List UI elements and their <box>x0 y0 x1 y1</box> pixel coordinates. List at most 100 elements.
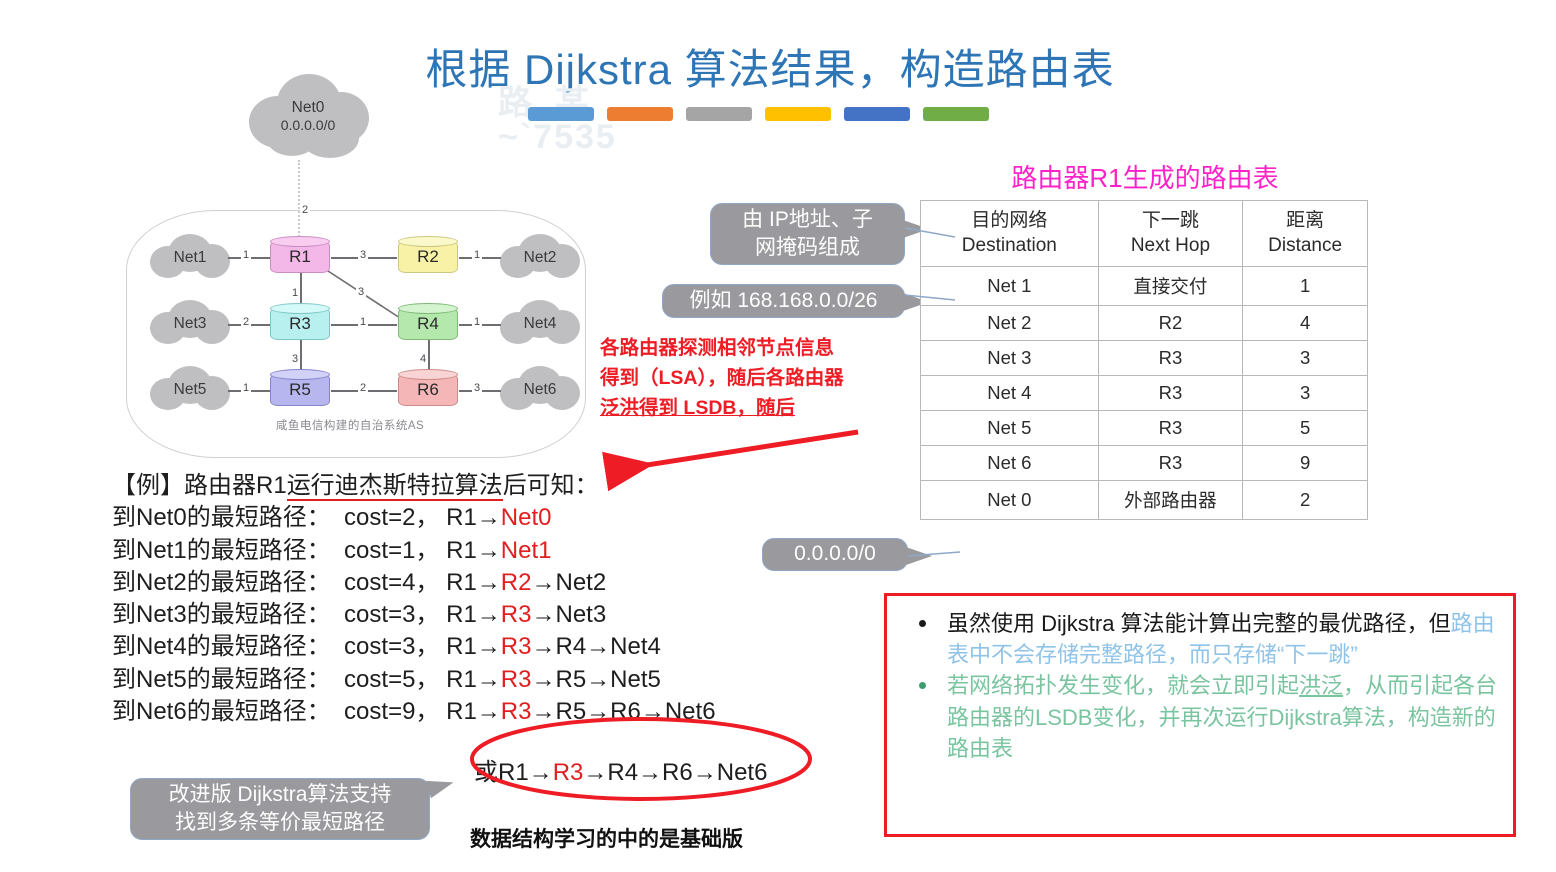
routing-cell-distance: 1 <box>1242 266 1368 307</box>
router-r2: R2 <box>398 236 458 273</box>
callout-tail <box>906 547 932 565</box>
path-source: R1→ <box>446 665 501 693</box>
example-alternative-path: 或R1→R3→R4→R6→Net6 <box>474 752 767 787</box>
routing-table-header-next-hop: 下一跳 Next Hop <box>1097 199 1244 268</box>
path-spacer <box>331 504 344 531</box>
path-cost: cost=9， <box>344 697 440 725</box>
cloud-net4: Net4 <box>498 298 582 350</box>
red-annotation-line2: 得到（LSA），随后各路由器 <box>600 367 844 390</box>
routing-cell-next-hop: R2 <box>1097 305 1244 342</box>
summary-bullet-2-underline: 洪泛 <box>1299 673 1344 699</box>
example-lead-prefix: 【例】路由器R1 <box>112 472 287 499</box>
path-source: R1→ <box>446 536 501 564</box>
cost-r4-net4: 1 <box>472 316 483 328</box>
routing-table-header-distance: 距离 Distance <box>1242 199 1368 268</box>
header-destination-en: Destination <box>961 234 1057 256</box>
color-bar-2 <box>607 107 673 121</box>
routing-table-title: 路由器R1生成的路由表 <box>1011 163 1279 193</box>
path-remainder: →Net3 <box>531 601 607 629</box>
example-lead-line: 【例】路由器R1运行迪杰斯特拉算法后可知： <box>112 470 852 502</box>
routing-cell-next-hop: 外部路由器 <box>1097 480 1244 521</box>
router-r1-label: R1 <box>289 247 311 266</box>
link-r1-r3 <box>300 272 302 320</box>
summary-bullet-2-green2: ，从而引起各台路由器的LSDB变化，并再次运行Dijkstra算法，构造新的路由… <box>947 673 1498 761</box>
red-annotation-line3: 泛洪得到 LSDB，随后 <box>600 397 796 420</box>
path-spacer <box>331 601 344 628</box>
example-lead-underlined: 运行迪杰斯特拉算法 <box>286 472 503 501</box>
example-path-line: 到Net1的最短路径： cost=1， R1→Net1 <box>112 535 852 567</box>
routing-cell-distance: 9 <box>1242 445 1368 482</box>
router-r6-top <box>398 369 458 380</box>
router-r6-label: R6 <box>417 380 439 399</box>
cloud-net0-subnet: 0.0.0.0/0 <box>280 116 336 133</box>
path-remainder: →Net2 <box>531 568 607 596</box>
summary-box: 虽然使用 Dijkstra 算法能计算出完整的最优路径，但路由表中不会存储完整路… <box>884 593 1516 837</box>
path-next-hop: R3 <box>500 697 532 725</box>
path-spacer <box>331 569 344 596</box>
path-remainder: →R4→Net4 <box>531 633 661 661</box>
path-cost: cost=4， <box>344 568 440 596</box>
summary-list: 虽然使用 Dijkstra 算法能计算出完整的最优路径，但路由表中不会存储完整路… <box>905 608 1499 764</box>
example-path-line: 到Net5的最短路径： cost=5， R1→R3→R5→Net5 <box>112 664 852 696</box>
cost-r1-r4: 3 <box>356 286 367 298</box>
cloud-net6-label: Net6 <box>523 381 557 399</box>
path-next-hop: Net1 <box>500 536 552 564</box>
cloud-net2-label: Net2 <box>523 249 557 267</box>
header-distance-cn: 距离 <box>1286 210 1325 231</box>
path-cost: cost=2， <box>344 504 440 532</box>
routing-cell-destination: Net 1 <box>920 266 1099 307</box>
example-path-line: 到Net2的最短路径： cost=4， R1→R2→Net2 <box>112 567 852 599</box>
router-r2-label: R2 <box>417 247 439 266</box>
cost-net1-r1: 1 <box>241 249 252 261</box>
header-next-hop-cn: 下一跳 <box>1141 210 1199 231</box>
callout-destination-description-text: 由 IP地址、子 网掩码组成 <box>742 207 873 259</box>
cost-net3-r3: 2 <box>241 316 252 328</box>
example-lead-suffix: 后可知： <box>502 472 599 499</box>
cost-net0-r1: 2 <box>300 204 311 216</box>
path-spacer <box>331 537 344 564</box>
path-label: 到Net2的最短路径： <box>112 568 331 596</box>
router-r5: R5 <box>270 369 330 406</box>
color-bar-4 <box>765 107 831 121</box>
router-r3: R3 <box>270 303 330 340</box>
cost-r5-r6: 2 <box>358 382 369 394</box>
cost-r1-r3: 1 <box>290 287 301 299</box>
routing-table-header-destination: 目的网络 Destination <box>920 199 1099 268</box>
as-caption: 咸鱼电信构建的自治系统AS <box>275 420 425 432</box>
path-spacer <box>331 698 344 725</box>
path-source: R1→ <box>446 504 501 532</box>
red-annotation: 各路由器探测相邻节点信息 得到（LSA），随后各路由器 泛洪得到 LSDB，随后 <box>600 333 930 424</box>
color-bar-1 <box>528 107 594 121</box>
path-source: R1→ <box>446 601 501 629</box>
bold-footnote: 数据结构学习的中的是基础版 <box>470 828 743 851</box>
cloud-net3-label: Net3 <box>173 315 207 333</box>
callout-improved-dijkstra-text: 改进版 Dijkstra算法支持 找到多条等价最短路径 <box>168 782 392 834</box>
path-next-hop: R3 <box>500 601 532 629</box>
color-bar-6 <box>923 107 989 121</box>
routing-cell-next-hop: R3 <box>1097 445 1244 482</box>
path-source: R1→ <box>446 697 501 725</box>
callout-destination-example: 例如 168.168.0.0/26 <box>662 284 929 318</box>
cost-net5-r5: 1 <box>241 382 252 394</box>
routing-cell-destination: Net 2 <box>920 305 1099 342</box>
router-r4-label: R4 <box>417 314 439 333</box>
router-r2-top <box>398 236 458 247</box>
path-next-hop: Net0 <box>500 504 552 532</box>
path-label: 到Net4的最短路径： <box>112 633 331 661</box>
router-r3-top <box>270 303 330 314</box>
routing-cell-distance: 3 <box>1242 340 1368 377</box>
routing-cell-destination: Net 4 <box>920 375 1099 412</box>
path-next-hop: R2 <box>500 568 532 596</box>
cloud-net0-name: Net0 <box>291 99 325 117</box>
link-net0-r1 <box>298 160 300 252</box>
router-r1: R1 <box>270 236 330 273</box>
example-path-line: 到Net3的最短路径： cost=3， R1→R3→Net3 <box>112 599 852 631</box>
router-r4-top <box>398 303 458 314</box>
link-r3-r5 <box>300 340 302 386</box>
